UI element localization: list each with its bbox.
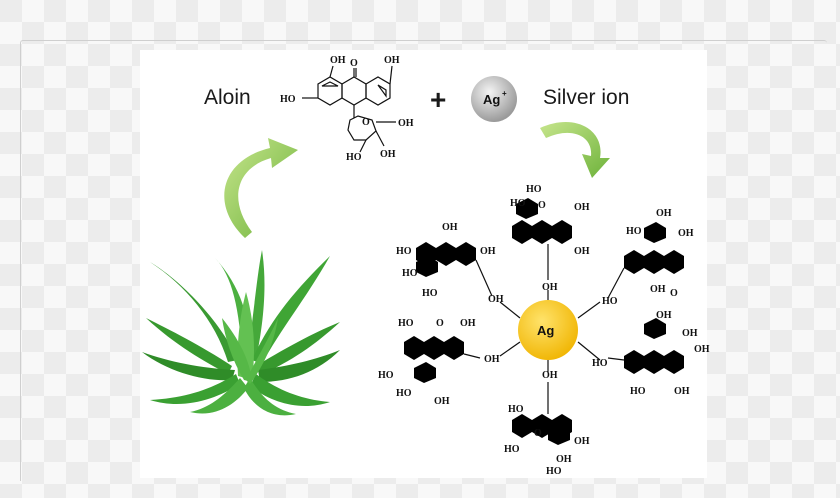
- oh-label: OH: [694, 344, 710, 355]
- oh-label: OH: [442, 222, 458, 233]
- oh-label: OH: [574, 246, 590, 257]
- ho-label: HO: [526, 184, 542, 195]
- capping-molecule-lower-left: HO O OH OH HO HO OH: [378, 318, 500, 407]
- oh-label: OH: [682, 328, 698, 339]
- ag-nanoparticle: Ag: [518, 300, 578, 360]
- ion-to-nanoparticle-arrow: [540, 121, 610, 178]
- oh-label: OH: [380, 149, 396, 160]
- oh-label: OH: [674, 386, 690, 397]
- ho-label: HO: [592, 358, 608, 369]
- capping-molecule-top: OH HO HO OH O OH: [510, 184, 590, 293]
- ag-ion-label: Ag: [483, 92, 500, 107]
- ho-label: HO: [378, 370, 394, 381]
- oh-label: OH: [484, 354, 500, 365]
- ho-label: HO: [398, 318, 414, 329]
- carbonyl-label: O: [436, 318, 444, 329]
- oh-label: OH: [330, 55, 346, 66]
- ho-label: HO: [280, 94, 296, 105]
- oh-label: OH: [574, 202, 590, 213]
- capping-bonds: [499, 290, 601, 372]
- oh-label: OH: [678, 228, 694, 239]
- capping-molecule-upper-left: HO OH HO OH OH HO: [396, 222, 504, 305]
- oh-label: OH: [480, 246, 496, 257]
- aloin-structure: OH O OH HO O OH HO OH: [280, 55, 414, 163]
- ho-label: HO: [546, 466, 562, 477]
- carbonyl-label: O: [350, 58, 358, 69]
- carbonyl-label: O: [534, 428, 542, 439]
- capping-molecule-bottom: OH HO HO O OH OH HO: [504, 370, 590, 477]
- ho-label: HO: [508, 404, 524, 415]
- plant-to-aloin-arrow: [224, 138, 298, 238]
- ho-label: HO: [626, 226, 642, 237]
- oh-label: OH: [384, 55, 400, 66]
- carbonyl-label: O: [538, 200, 546, 211]
- ho-label: HO: [346, 152, 362, 163]
- oh-label: OH: [488, 294, 504, 305]
- ho-label: HO: [510, 198, 526, 209]
- oh-label: OH: [460, 318, 476, 329]
- oh-label: OH: [650, 284, 666, 295]
- capping-molecule-upper-right: HO OH OH HO OH O: [602, 208, 694, 307]
- oh-label: OH: [656, 310, 672, 321]
- ring-oxygen-label: O: [362, 117, 370, 128]
- ho-label: HO: [602, 296, 618, 307]
- ho-label: HO: [402, 268, 418, 279]
- oh-label: OH: [574, 436, 590, 447]
- ion-charge-label: +: [502, 89, 507, 98]
- oh-label: OH: [542, 370, 558, 381]
- aloe-vera-plant: [142, 250, 340, 416]
- oh-label: OH: [398, 118, 414, 129]
- carbonyl-label: O: [670, 288, 678, 299]
- ho-label: HO: [396, 388, 412, 399]
- ho-label: HO: [422, 288, 438, 299]
- oh-label: OH: [542, 282, 558, 293]
- oh-label: OH: [434, 396, 450, 407]
- capping-molecule-lower-right: OH OH OH HO HO OH: [592, 310, 710, 397]
- silver-ion-sphere: Ag +: [471, 76, 517, 122]
- oh-label: OH: [656, 208, 672, 219]
- plus-sign: +: [430, 84, 447, 115]
- ag-core-label: Ag: [537, 323, 554, 338]
- ho-label: HO: [630, 386, 646, 397]
- aloin-label: Aloin: [204, 86, 251, 109]
- ho-label: HO: [396, 246, 412, 257]
- oh-label: OH: [556, 454, 572, 465]
- silver-ion-label: Silver ion: [543, 86, 630, 109]
- ho-label: HO: [504, 444, 520, 455]
- image-frame: [20, 40, 827, 481]
